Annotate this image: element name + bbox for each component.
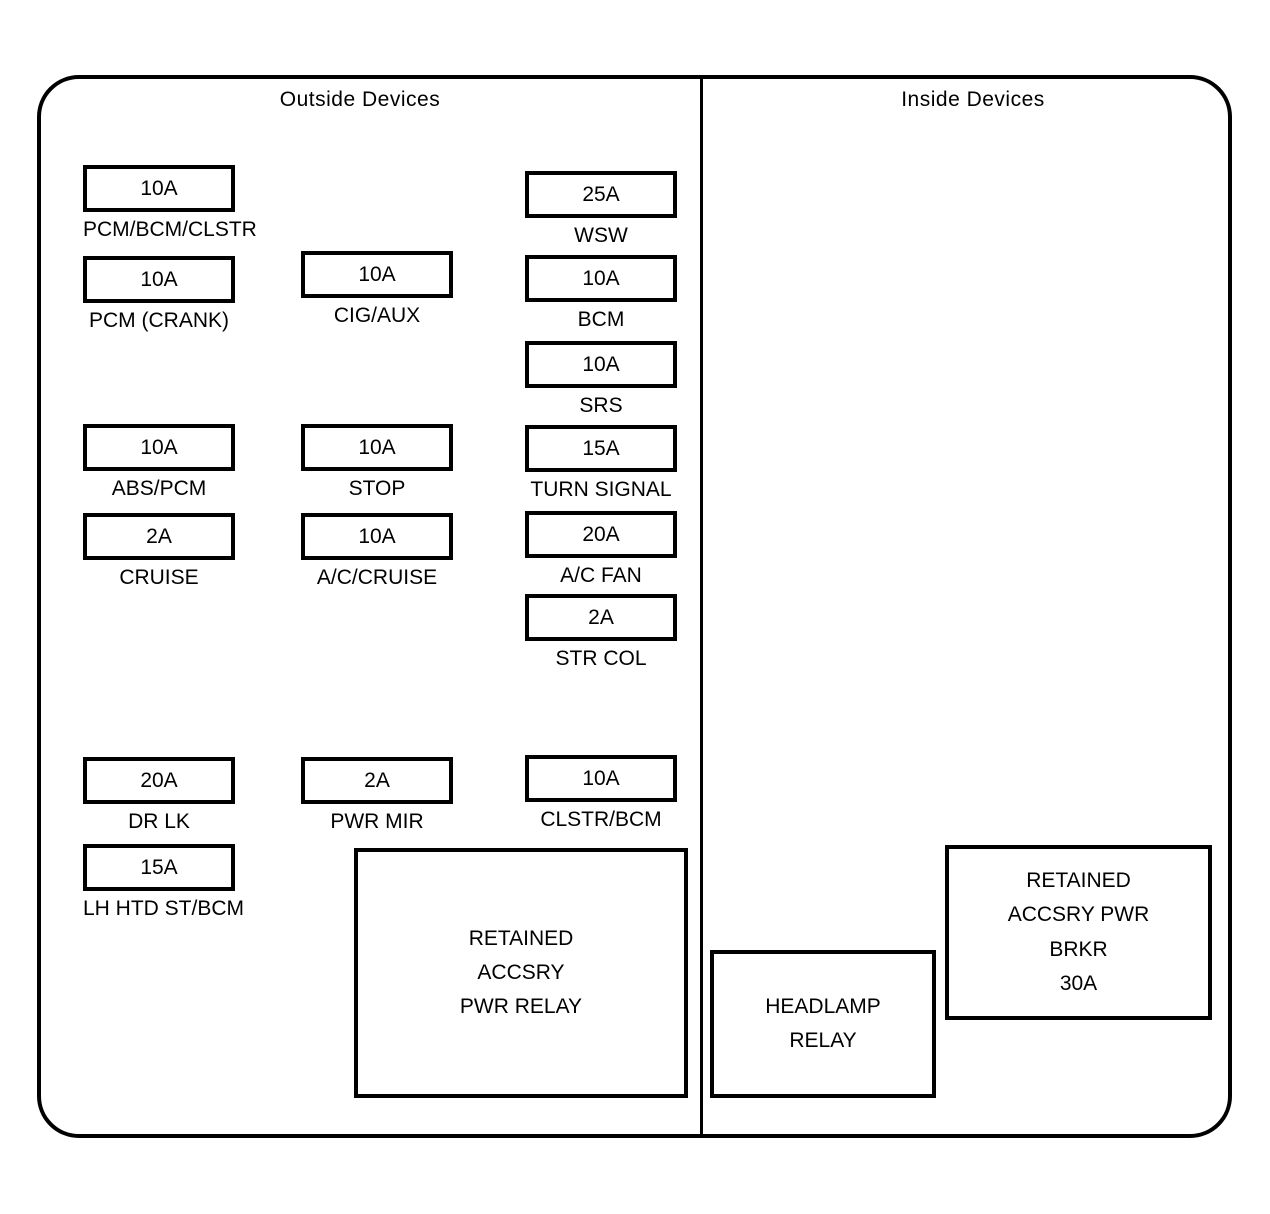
retained-accessory-power-breaker[interactable]: RETAINED ACCSRY PWR BRKR 30A bbox=[945, 845, 1212, 1020]
fuse-a-c-fan[interactable]: 20A A/C FAN bbox=[525, 511, 677, 586]
fuse-dr-lk[interactable]: 20A DR LK bbox=[83, 757, 235, 832]
fuse-label: ABS/PCM bbox=[111, 477, 207, 500]
relay-label-line: ACCSRY PWR bbox=[1007, 903, 1150, 927]
fuse-abs-pcm[interactable]: 10A ABS/PCM bbox=[83, 424, 235, 499]
fuse-label: PWR MIR bbox=[330, 810, 424, 833]
section-divider bbox=[700, 75, 703, 1138]
fuse-stop[interactable]: 10A STOP bbox=[301, 424, 453, 499]
outside-devices-title: Outside Devices bbox=[279, 88, 441, 111]
fuse-clstr-bcm[interactable]: 10A CLSTR/BCM bbox=[525, 755, 677, 830]
fuse-rating: 15A bbox=[525, 425, 677, 472]
fuse-label: PCM (CRANK) bbox=[89, 309, 229, 332]
fuse-pwr-mir[interactable]: 2A PWR MIR bbox=[301, 757, 453, 832]
fuse-rating: 10A bbox=[525, 255, 677, 302]
fuse-rating: 20A bbox=[83, 757, 235, 804]
relay-label-line: BRKR bbox=[1049, 937, 1108, 961]
fuse-rating: 10A bbox=[301, 251, 453, 298]
fuse-label: DR LK bbox=[128, 810, 190, 833]
relay-label-line: PWR RELAY bbox=[459, 995, 583, 1018]
fuse-label: CIG/AUX bbox=[333, 304, 421, 327]
headlamp-relay[interactable]: HEADLAMP RELAY bbox=[710, 950, 936, 1098]
fuse-rating: 10A bbox=[301, 513, 453, 560]
fuse-rating: 10A bbox=[83, 424, 235, 471]
relay-label-line: RELAY bbox=[789, 1029, 857, 1052]
fuse-label: STOP bbox=[348, 477, 406, 500]
fuse-label: CLSTR/BCM bbox=[540, 808, 662, 831]
relay-label-line: RETAINED bbox=[1026, 869, 1131, 893]
fuse-pcm-crank[interactable]: 10A PCM (CRANK) bbox=[83, 256, 235, 331]
fuse-rating: 20A bbox=[525, 511, 677, 558]
fuse-turn-signal[interactable]: 15A TURN SIGNAL bbox=[525, 425, 677, 500]
fuse-lh-htd-st-bcm[interactable]: 15A LH HTD ST/BCM bbox=[83, 844, 245, 920]
fuse-bcm[interactable]: 10A BCM bbox=[525, 255, 677, 330]
fuse-rating: 10A bbox=[301, 424, 453, 471]
fuse-label: BCM bbox=[577, 308, 625, 331]
fuse-label: A/C FAN bbox=[560, 564, 642, 587]
relay-label-line: ACCSRY bbox=[477, 960, 565, 984]
relay-label-line: RETAINED bbox=[468, 926, 574, 950]
fuse-cig-aux[interactable]: 10A CIG/AUX bbox=[301, 251, 453, 326]
fuse-rating: 10A bbox=[525, 755, 677, 802]
fuse-rating: 10A bbox=[525, 341, 677, 388]
fuse-rating: 2A bbox=[83, 513, 235, 560]
fuse-str-col[interactable]: 2A STR COL bbox=[525, 594, 677, 669]
inside-devices-title: Inside Devices bbox=[901, 88, 1045, 111]
fuse-rating: 25A bbox=[525, 171, 677, 218]
fuse-label: PCM/BCM/CLSTR bbox=[83, 218, 257, 241]
fuse-wsw[interactable]: 25A WSW bbox=[525, 171, 677, 246]
fuse-rating: 15A bbox=[83, 844, 235, 891]
fuse-a-c-cruise[interactable]: 10A A/C/CRUISE bbox=[301, 513, 453, 588]
fuse-rating: 2A bbox=[301, 757, 453, 804]
fuse-pcm-bcm-clstr[interactable]: 10A PCM/BCM/CLSTR bbox=[83, 165, 257, 241]
fuse-label: CRUISE bbox=[119, 566, 199, 589]
fuse-cruise[interactable]: 2A CRUISE bbox=[83, 513, 235, 588]
fuse-label: TURN SIGNAL bbox=[530, 478, 672, 501]
fuse-label: SRS bbox=[579, 394, 623, 417]
relay-label-line: 30A bbox=[1059, 971, 1098, 995]
fuse-srs[interactable]: 10A SRS bbox=[525, 341, 677, 416]
fuse-rating: 10A bbox=[83, 165, 235, 212]
fuse-label: A/C/CRUISE bbox=[316, 566, 438, 589]
fuse-rating: 10A bbox=[83, 256, 235, 303]
retained-accessory-power-relay[interactable]: RETAINED ACCSRY PWR RELAY bbox=[354, 848, 688, 1098]
fuse-label: LH HTD ST/BCM bbox=[83, 897, 245, 920]
fuse-rating: 2A bbox=[525, 594, 677, 641]
fuse-label: STR COL bbox=[555, 647, 647, 670]
relay-label-line: HEADLAMP bbox=[765, 994, 881, 1018]
fuse-label: WSW bbox=[574, 224, 628, 247]
